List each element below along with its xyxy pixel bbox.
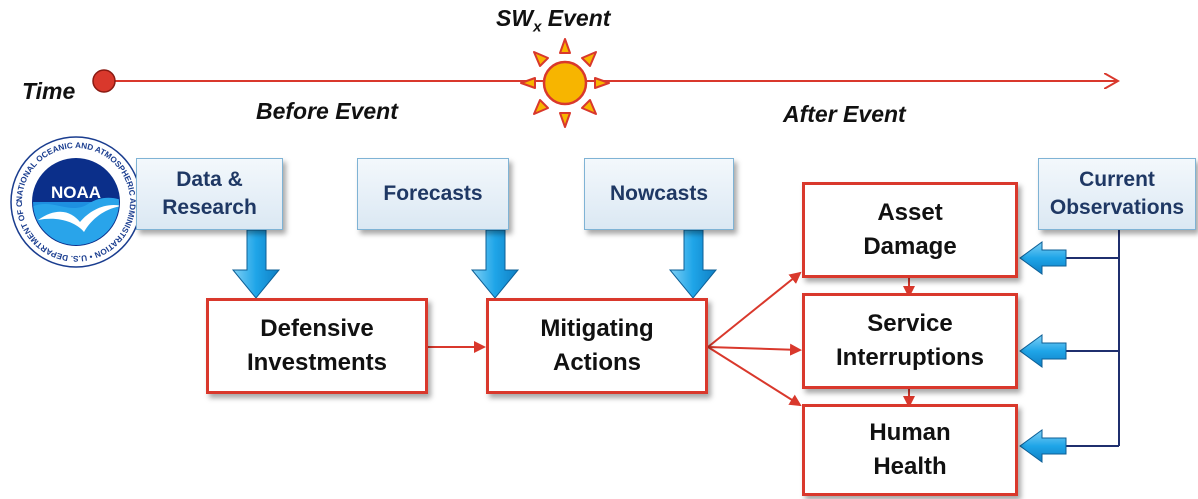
current-observations-line-2: Observations	[1049, 196, 1185, 219]
arrow-nowcasts-to-mitigating	[668, 229, 718, 299]
service-interruptions-box: Service Interruptions	[802, 293, 1018, 389]
forecasts-box: Forecasts	[357, 158, 509, 230]
arrow-mitigating-to-health	[707, 346, 802, 407]
noaa-logo: NATIONAL OCEANIC AND ATMOSPHERIC ADMINIS…	[10, 136, 142, 268]
mitigating-actions-box: Mitigating Actions	[486, 298, 708, 394]
timeline-start-dot	[92, 69, 116, 93]
arrow-data-to-defensive	[231, 229, 281, 299]
asset-damage-box: Asset Damage	[802, 182, 1018, 278]
nowcasts-box: Nowcasts	[584, 158, 734, 230]
noaa-center-text: NOAA	[51, 183, 101, 202]
asset-line-1: Asset	[877, 199, 943, 226]
service-line-1: Service	[867, 310, 953, 337]
forecasts-label: Forecasts	[383, 182, 483, 205]
before-event-label: Before Event	[256, 98, 398, 124]
data-research-box: Data & Research	[136, 158, 283, 230]
arrow-obs-to-health	[1019, 429, 1067, 463]
mitigating-line-2: Actions	[552, 349, 641, 376]
sun-icon	[520, 38, 610, 128]
time-label: Time	[22, 78, 76, 104]
event-label-main: SW	[496, 5, 534, 31]
event-label-subscript: x	[533, 18, 542, 36]
defensive-line-1: Defensive	[260, 315, 374, 342]
human-health-box: Human Health	[802, 404, 1018, 496]
service-line-2: Interruptions	[836, 344, 984, 371]
current-observations-box: Current Observations	[1038, 158, 1196, 230]
arrow-obs-to-service	[1019, 334, 1067, 368]
asset-line-2: Damage	[863, 233, 957, 260]
mitigating-line-1: Mitigating	[540, 315, 654, 342]
data-research-line-1: Data &	[176, 168, 243, 191]
defensive-line-2: Investments	[246, 349, 388, 376]
event-label: SWx Event	[496, 5, 610, 36]
health-line-2: Health	[873, 453, 947, 480]
arrow-mitigating-to-asset	[707, 271, 802, 348]
arrow-mitigating-to-service	[707, 343, 802, 356]
health-line-1: Human	[869, 419, 951, 446]
nowcasts-label: Nowcasts	[609, 182, 709, 205]
after-event-label: After Event	[783, 101, 906, 127]
gull-icon	[38, 205, 119, 232]
data-research-line-2: Research	[162, 196, 257, 219]
defensive-investments-box: Defensive Investments	[206, 298, 428, 394]
event-label-suffix: Event	[541, 5, 611, 31]
arrow-forecasts-to-mitigating	[470, 229, 520, 299]
current-observations-line-1: Current	[1079, 168, 1155, 191]
arrow-obs-to-asset	[1019, 241, 1067, 275]
